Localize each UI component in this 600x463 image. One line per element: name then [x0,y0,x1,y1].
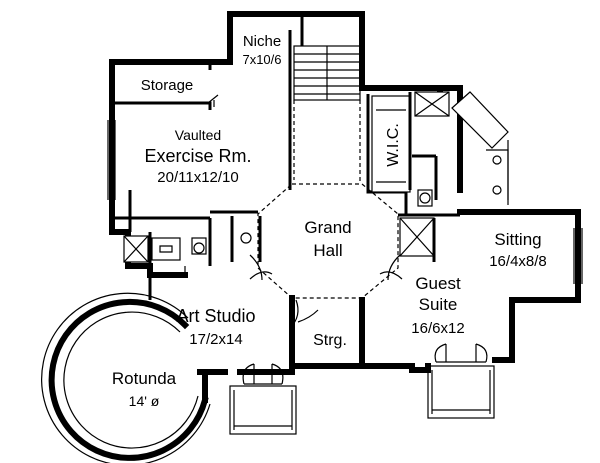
rotunda-name: Rotunda [112,369,177,388]
wic-name: W.I.C. [385,123,402,167]
guest-suite-name-line1: Guest [415,274,461,293]
art-studio-dims: 17/2x14 [189,331,242,348]
grand-hall-name-line2: Hall [313,241,342,260]
storage-room [112,62,219,110]
rotunda-dims: 14' ø [129,393,160,409]
sitting-dims: 16/4x8/8 [489,253,547,270]
exercise-name-line2: Exercise Rm. [144,146,251,166]
guest-balcony [427,343,495,419]
exercise-room-walls [107,30,292,232]
wic-area [366,91,509,214]
guest-shower [399,217,436,262]
art-studio-name: Art Studio [176,306,255,326]
guest-suite-name-line2: Suite [419,295,458,314]
sitting-name: Sitting [494,230,541,249]
left-bath [123,216,262,276]
rotunda [41,275,211,463]
room-labels: Niche 7x10/6 Storage Vaulted Exercise Rm… [112,33,547,409]
stairs [250,13,361,182]
grand-hall [210,183,460,329]
strg-name: Strg. [313,332,347,349]
niche-dims: 7x10/6 [242,52,281,67]
niche-name: Niche [243,33,281,50]
art-balcony [229,363,297,435]
guest-suite-dims: 16/6x12 [411,320,464,337]
sitting-room [573,228,583,284]
exercise-name-line1: Vaulted [175,127,221,143]
grand-hall-name-line1: Grand [304,218,351,237]
exercise-dims: 20/11x12/10 [157,169,238,186]
storage-name: Storage [141,77,194,94]
